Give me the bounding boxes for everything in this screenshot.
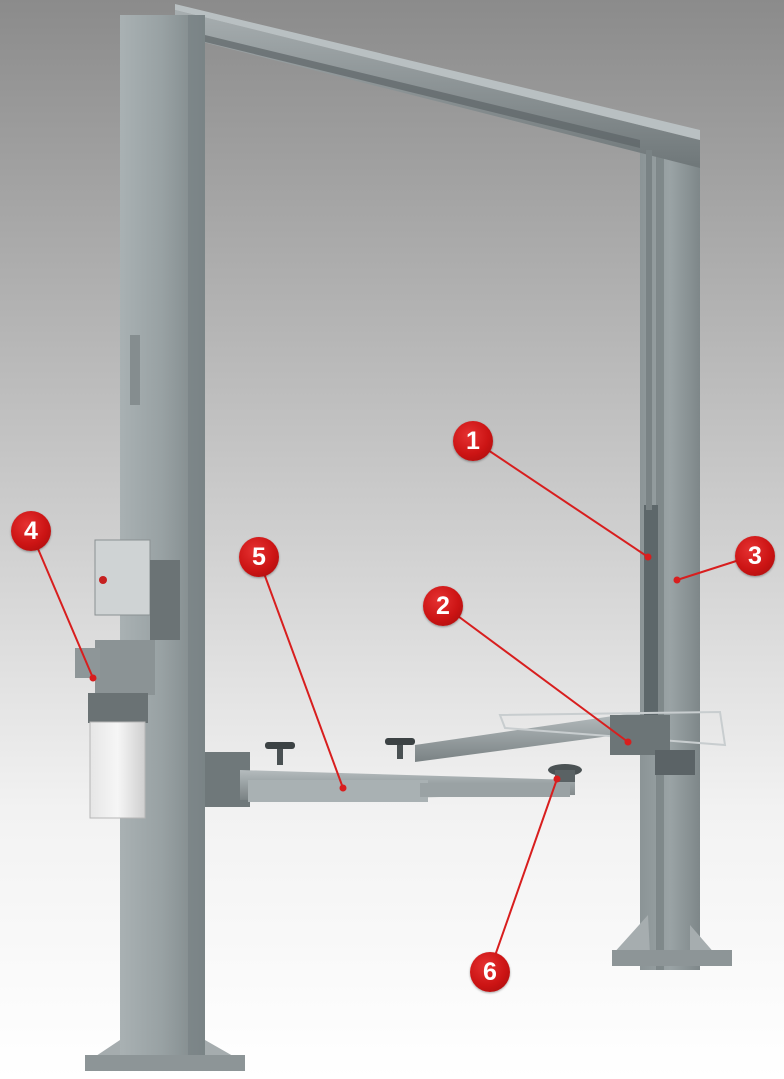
callout-anchor-points <box>89 553 681 792</box>
callout-marker-3: 3 <box>735 536 775 576</box>
callout-marker-2: 2 <box>423 586 463 626</box>
callout-marker-5: 5 <box>239 537 279 577</box>
callout-marker-4: 4 <box>11 511 51 551</box>
callout-marker-6: 6 <box>470 952 510 992</box>
callout-leader-lines <box>29 439 756 971</box>
callout-marker-1: 1 <box>453 421 493 461</box>
hydraulic-power-unit <box>75 539 180 819</box>
top-beam <box>175 4 700 168</box>
front-lifting-arm <box>205 742 582 807</box>
